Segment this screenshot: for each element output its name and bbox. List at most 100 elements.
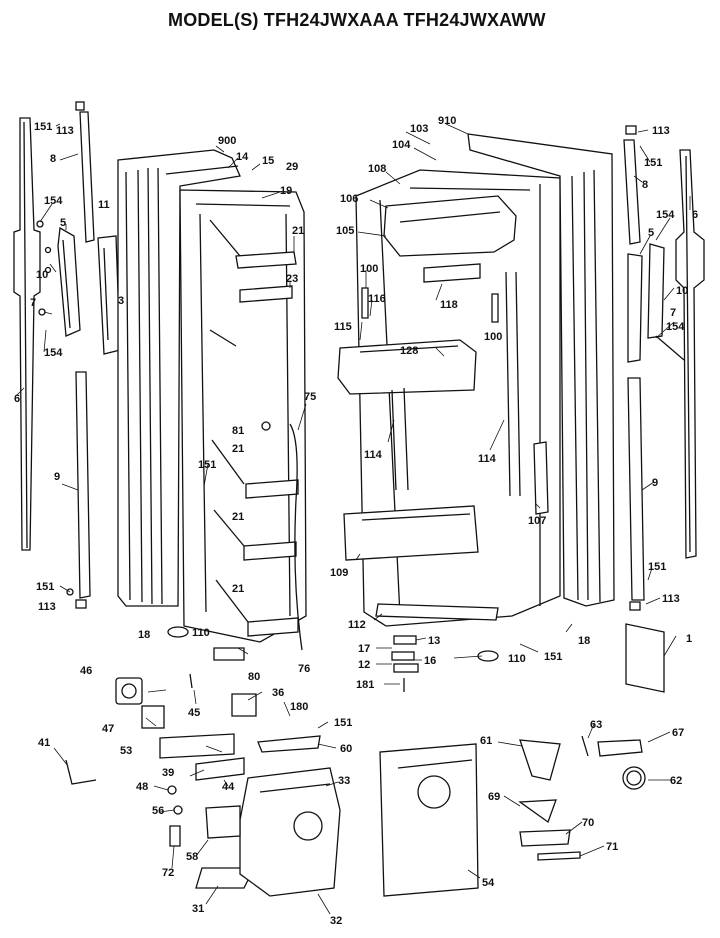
callout: 110 [508,653,526,665]
hinge-hardware-stack [167,626,499,692]
callout: 53 [120,745,132,757]
callout: 6 [14,393,20,405]
freezer-door-shelves [209,219,299,637]
callout: 29 [286,161,298,173]
callout: 23 [286,273,298,285]
callout: 11 [98,199,110,211]
callout: 48 [136,781,148,793]
callout: 151 [36,581,54,593]
callout: 18 [578,635,590,647]
callout: 18 [138,629,150,641]
callout: 900 [218,135,236,147]
callout: 19 [280,185,292,197]
callout: 113 [652,125,670,137]
callout: 60 [340,743,352,755]
callout: 154 [656,209,675,221]
right-hinge-bar-upper [623,125,641,245]
callout: 45 [188,707,200,719]
dairy-compartment [383,195,517,257]
callout: 33 [338,775,350,787]
callout: 154 [666,321,685,333]
callout-labels: 151 113 8 154 5 11 10 3 7 154 6 9 151 11… [14,115,698,927]
callout: 36 [272,687,284,699]
callout: 116 [368,293,386,305]
callout: 70 [582,817,594,829]
right-lower-strip [627,377,645,611]
callout: 7 [30,297,36,309]
callout: 107 [528,515,546,527]
callout: 181 [356,679,374,691]
callout: 114 [364,449,383,461]
ice-dispenser-housing [205,767,341,897]
callout: 110 [192,627,210,639]
door-bottom-trim [375,603,499,621]
callout: 7 [670,307,676,319]
left-handle-bracket [57,226,81,337]
callout: 118 [440,299,458,311]
callout: 31 [192,903,204,915]
callout: 21 [232,583,244,595]
right-handle-parts [627,243,685,363]
callout: 180 [290,701,308,713]
callout: 114 [478,453,497,465]
callout: 12 [358,659,370,671]
callout: 112 [348,619,366,631]
callout: 39 [162,767,174,779]
leader-lines [15,123,691,915]
callout: 76 [298,663,310,675]
callout: 21 [232,443,244,455]
callout: 44 [222,781,235,793]
callout: 17 [358,643,370,655]
left-lower-strip [75,371,91,599]
freezer-wire-harness [261,421,303,651]
right-door-trim-strip [675,149,705,559]
callout: 115 [334,321,352,333]
callout: 113 [662,593,680,605]
callout: 5 [60,217,66,229]
callout: 13 [428,635,440,647]
callout: 100 [360,263,378,275]
callout: 63 [590,719,602,731]
callout: 21 [292,225,304,237]
callout: 67 [672,727,684,739]
callout: 151 [198,459,216,471]
callout: 105 [336,225,354,237]
callout: 103 [410,123,428,135]
callout: 16 [424,655,436,667]
callout: 9 [54,471,60,483]
dispenser-right-parts [518,735,646,861]
callout: 154 [44,347,63,359]
callout: 8 [50,153,56,165]
callout: 71 [606,841,618,853]
callout: 151 [34,121,52,133]
callout: 154 [44,195,63,207]
callout: 5 [648,227,654,239]
use-and-care-booklet [625,623,665,693]
callout: 128 [400,345,418,357]
callout: 10 [36,269,48,281]
callout: 54 [482,877,495,889]
callout: 151 [644,157,662,169]
callout: 109 [330,567,348,579]
callout: 910 [438,115,456,127]
callout: 151 [648,561,666,573]
callout: 32 [330,915,342,927]
callout: 104 [392,139,411,151]
fresh-food-door-outer [467,133,615,607]
callout: 106 [340,193,358,205]
callout: 1 [686,633,692,645]
callout: 56 [152,805,164,817]
callout: 46 [80,665,92,677]
callout: 151 [544,651,562,663]
callout: 6 [692,209,698,221]
callout: 10 [676,285,688,297]
callout: 15 [262,155,274,167]
callout: 81 [232,425,244,437]
callout: 80 [248,671,260,683]
callout: 14 [236,151,249,163]
freezer-door-outer [117,149,241,607]
callout: 47 [102,723,114,735]
callout: 113 [38,601,56,613]
